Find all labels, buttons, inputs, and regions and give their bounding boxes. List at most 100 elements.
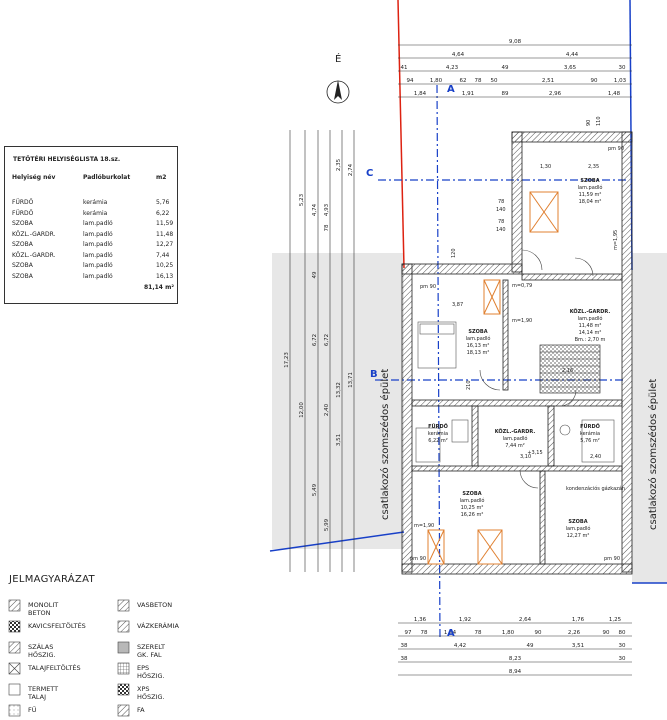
room-height: Bm.: 2,70 m <box>575 337 606 343</box>
room-row-floor: lam.padló <box>83 241 113 248</box>
room-row-name: KÖZL.-GARDR. <box>12 251 56 259</box>
neighbor-label-left: csatlakozó szomszédos épület <box>379 369 391 520</box>
room-table-header-floor: Padlóburkolat <box>83 174 131 181</box>
room-area-2: 18,13 m² <box>467 350 490 356</box>
room-row-floor: lam.padló <box>83 230 113 238</box>
room-row-name: SZOBA <box>12 262 33 269</box>
north-label: É <box>335 52 341 65</box>
room-row-name: SZOBA <box>12 220 33 227</box>
dim-bot-r4-0: 38 <box>401 656 408 662</box>
room-row-area: 10,25 <box>156 262 174 269</box>
win-h1: 140 <box>496 207 506 213</box>
dim-top-r5-1: 1,91 <box>462 91 474 97</box>
door-swings <box>479 249 594 489</box>
dim-bot-r3-4: 30 <box>619 643 626 649</box>
dim-bot-r1-3: 1,76 <box>572 617 585 623</box>
neighbor-building-right <box>632 253 667 583</box>
dim-bot-r2-8: 80 <box>619 630 626 636</box>
dim-top-r1-0: 9,08 <box>509 39 522 45</box>
dim-bot-r2-3: 78 <box>475 630 482 636</box>
room-furdo-right: FÜRDŐ kerámia 5,76 m² <box>580 423 600 444</box>
dim-bot-r2-5: 90 <box>535 630 542 636</box>
room-area: 10,25 m² <box>461 505 484 511</box>
pm90-3: pm 90 <box>410 556 426 562</box>
dim-top-r4-1: 1,80 <box>430 78 443 84</box>
room-table-title: TETŐTÉRI HELYISÉGLISTA 18.sz. <box>13 156 121 163</box>
dim-left-16: 6,72 <box>324 334 330 346</box>
dim-top-r5-2: 89 <box>502 91 509 97</box>
dim-bot-r1-2: 2,64 <box>519 617 532 623</box>
dim-130: 1,30 <box>540 164 551 170</box>
dim-top-r5-0: 1,84 <box>414 91 427 97</box>
dim-top-r5-3: 2,96 <box>549 91 562 97</box>
dim-216: 2,16 <box>562 368 573 374</box>
dim-bot-r2-1: 78 <box>421 630 428 636</box>
legend-item: FŰ <box>28 706 37 714</box>
legend-item: MONOLIT BETON <box>28 601 59 617</box>
dim-bot-r2-7: 90 <box>603 630 610 636</box>
room-szoba-top: SZOBA lam.padló 11,59 m² 18,04 m² <box>578 178 603 205</box>
room-row-area: 6,22 <box>156 209 170 217</box>
room-row-floor: lam.padló <box>83 220 113 227</box>
section-b: B <box>370 369 378 380</box>
pm90-2: pm 90 <box>420 284 436 290</box>
dim-120: 120 <box>451 248 457 258</box>
dim-bot-r3-2: 49 <box>527 643 534 649</box>
dim-110: 110 <box>596 116 602 126</box>
room-table-header-area: m2 <box>156 174 167 181</box>
room-row-floor: lam.padló <box>83 262 113 269</box>
section-a-bottom: A <box>447 628 455 639</box>
dim-240: 2,40 <box>590 454 601 460</box>
walls <box>401 131 633 575</box>
dim-387: 3,87 <box>452 302 463 308</box>
room-name: FÜRDŐ <box>580 423 600 430</box>
dim-bot-r1-0: 1,36 <box>414 617 427 623</box>
legend-item: XPS HŐSZIG. <box>137 685 165 701</box>
room-level: +3,15 <box>527 450 542 456</box>
dim-left-8: 4,93 <box>324 203 330 216</box>
room-szoba-lower-right: SZOBA lam.padló 12,27 m² <box>566 519 591 539</box>
room-floor: lam.padló <box>466 335 491 342</box>
neighbor-building-left <box>272 253 404 549</box>
neighbor-label-right: csatlakozó szomszédos épület <box>647 379 659 530</box>
room-name: SZOBA <box>568 519 587 525</box>
room-row-area: 5,76 <box>156 199 170 206</box>
legend-item: TERMETT TALAJ <box>28 685 59 701</box>
dim-bot-r5-0: 8,94 <box>509 669 522 675</box>
win-w2: 78 <box>498 219 504 225</box>
legend-title: JELMAGYARÁZAT <box>9 574 95 585</box>
room-area: 11,59 m² <box>579 192 602 198</box>
dim-left-3: 12,00 <box>299 402 305 418</box>
room-row-name: FÜRDŐ <box>12 209 34 217</box>
dim-bot-r4-1: 8,23 <box>509 656 522 662</box>
room-table-total: 81,14 m² <box>144 284 174 291</box>
room-area: 5,76 m² <box>580 438 600 444</box>
dim-210: 210 <box>466 380 472 390</box>
dim-top-r3-1: 4,23 <box>446 65 459 71</box>
room-table-header-name: Helyiség név <box>12 174 56 181</box>
room-area-2: 18,04 m² <box>579 199 602 205</box>
legend-swatches <box>8 599 130 717</box>
north-arrow <box>326 80 350 104</box>
dim-top-r4-5: 2,51 <box>542 78 554 84</box>
room-row-area: 11,48 <box>156 230 174 238</box>
legend-item: EPS HŐSZIG. <box>137 664 165 680</box>
dim-top-r4-2: 62 <box>460 78 467 84</box>
room-szoba-lower-left: SZOBA lam.padló 10,25 m² 16,26 m² <box>460 491 485 518</box>
legend-item: TALAJFELTÖLTÉS <box>28 664 81 672</box>
dim-top-r4-3: 78 <box>475 78 482 84</box>
dim-235: 2,35 <box>588 164 599 170</box>
dim-top-r4-0: 94 <box>407 78 414 84</box>
dim-top-r4-7: 1,03 <box>614 78 627 84</box>
dim-90: 90 <box>586 120 592 126</box>
dim-top-r3-4: 30 <box>619 65 626 71</box>
m-079: m=0,79 <box>512 283 532 289</box>
room-name: SZOBA <box>580 178 599 184</box>
room-floor: lam.padló <box>578 315 603 322</box>
room-row-name: SZOBA <box>12 241 33 248</box>
dim-top-r2-0: 4,64 <box>452 52 465 58</box>
room-row-floor: kerámia <box>83 199 108 206</box>
legend-item: VASBETON <box>137 601 173 609</box>
room-area: 6,22 m² <box>428 438 448 444</box>
dim-left-2: 5,23 <box>299 193 305 206</box>
